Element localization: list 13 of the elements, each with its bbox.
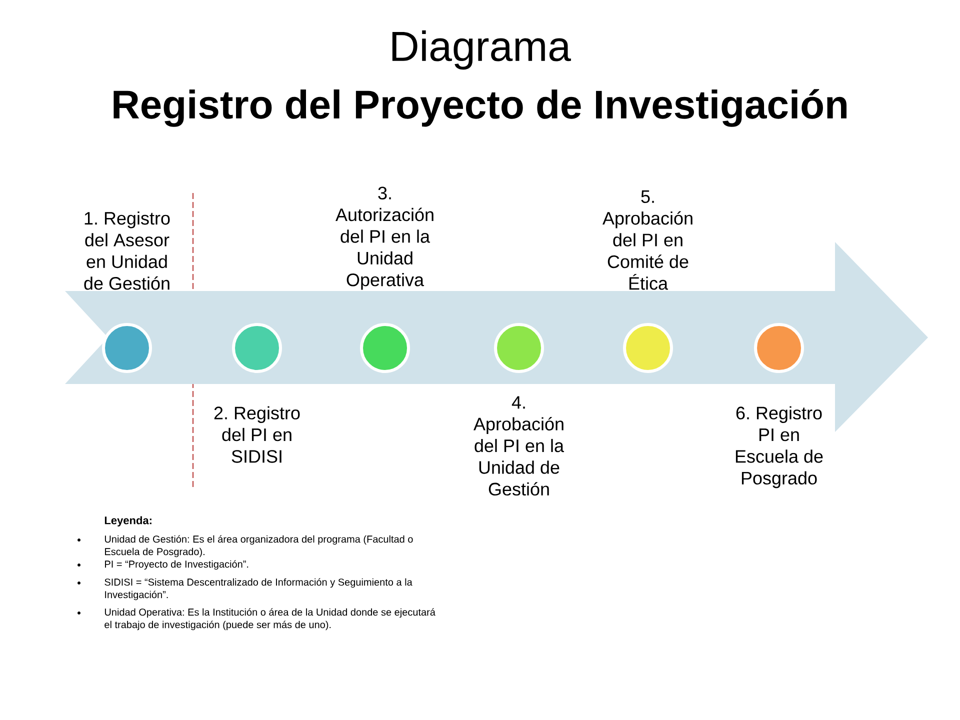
step-label: 6. Registro PI en Escuela de Posgrado — [736, 406, 823, 488]
legend-item: Unidad de Gestión: Es el área organizadora del programa (Facultad o Escuela de Posgrado). — [104, 535, 413, 558]
step-label: 2. Registro del PI en SIDISI — [214, 406, 300, 463]
step-label: 1. Registro del Asesor en Unidad de Gestión — [84, 211, 170, 290]
legend-item: PI = “Proyecto de Investigación”. — [105, 560, 248, 570]
heading: Registro del Proyecto de Investigación — [114, 89, 846, 127]
legend-item: Unidad Operativa: Es la Institución o área de la Unidad donde se ejecutará el trabajo de investigación (puede ser más de uno). — [104, 608, 436, 630]
legend-heading: Leyenda: — [104, 516, 152, 526]
step-label: 5. Aprobación del PI en Comité de Ética — [602, 190, 692, 290]
legend-item: SIDISI = “Sistema Descentralizado de Información y Seguimiento a la Investigación”. — [104, 578, 412, 600]
step-label: 4. Aprobación del PI en la Unidad de Gestión — [474, 396, 564, 496]
title: Diagrama — [392, 30, 571, 70]
step-label: 3. Autorización del PI en la Unidad Operativa — [336, 186, 434, 290]
